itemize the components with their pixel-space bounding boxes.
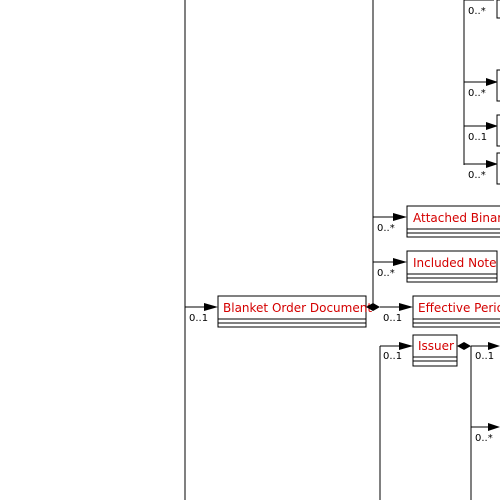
arrowhead-issuer-child-2 xyxy=(488,423,500,431)
class-name-attached-binary: Attached Binary xyxy=(413,211,500,225)
arrowhead-attached-binary xyxy=(393,213,407,221)
mult-issuer-child-1: 0..1 xyxy=(475,351,494,362)
arrowhead-included-note xyxy=(393,258,407,266)
class-included-note[interactable]: Included Note xyxy=(406,250,498,283)
class-effective-period[interactable]: Effective Period xyxy=(412,295,500,328)
class-box-top-right-4[interactable] xyxy=(496,152,500,185)
class-name-included-note: Included Note xyxy=(413,256,497,270)
class-name-blanket-order-document: Blanket Order Document xyxy=(223,301,372,315)
mult-top-right-4: 0..* xyxy=(468,170,486,181)
arrowhead-top-right-2 xyxy=(486,78,498,86)
arrowhead-blanket-order xyxy=(204,303,218,311)
mult-included-note: 0..* xyxy=(377,268,395,279)
mult-top-right-1: 0..* xyxy=(468,6,486,17)
arrowhead-issuer-child-1 xyxy=(488,342,500,350)
arrowhead-top-right-4 xyxy=(486,160,498,168)
mult-blanket-order: 0..1 xyxy=(189,313,208,324)
class-name-effective-period: Effective Period xyxy=(418,301,500,315)
mult-top-right-2: 0..* xyxy=(468,88,486,99)
class-blanket-order-document[interactable]: Blanket Order Document xyxy=(217,295,372,328)
arrowhead-issuer xyxy=(399,342,413,350)
class-issuer[interactable]: Issuer xyxy=(412,334,458,367)
class-box-top-right-3[interactable] xyxy=(496,114,500,147)
mult-top-right-3: 0..1 xyxy=(468,132,487,143)
arrowhead-effective-period xyxy=(399,303,413,311)
class-attached-binary[interactable]: Attached Binary xyxy=(406,205,500,238)
composition-diamond-issuer xyxy=(457,342,471,350)
mult-effective-period: 0..1 xyxy=(383,313,402,324)
mult-issuer-child-2: 0..* xyxy=(475,433,493,444)
arrowhead-top-right-3 xyxy=(486,122,498,130)
class-name-issuer: Issuer xyxy=(418,339,454,353)
mult-issuer: 0..1 xyxy=(383,351,402,362)
mult-attached-binary: 0..* xyxy=(377,223,395,234)
class-box-top-right-2[interactable] xyxy=(496,69,500,102)
class-box-top-right-1[interactable] xyxy=(496,0,500,19)
